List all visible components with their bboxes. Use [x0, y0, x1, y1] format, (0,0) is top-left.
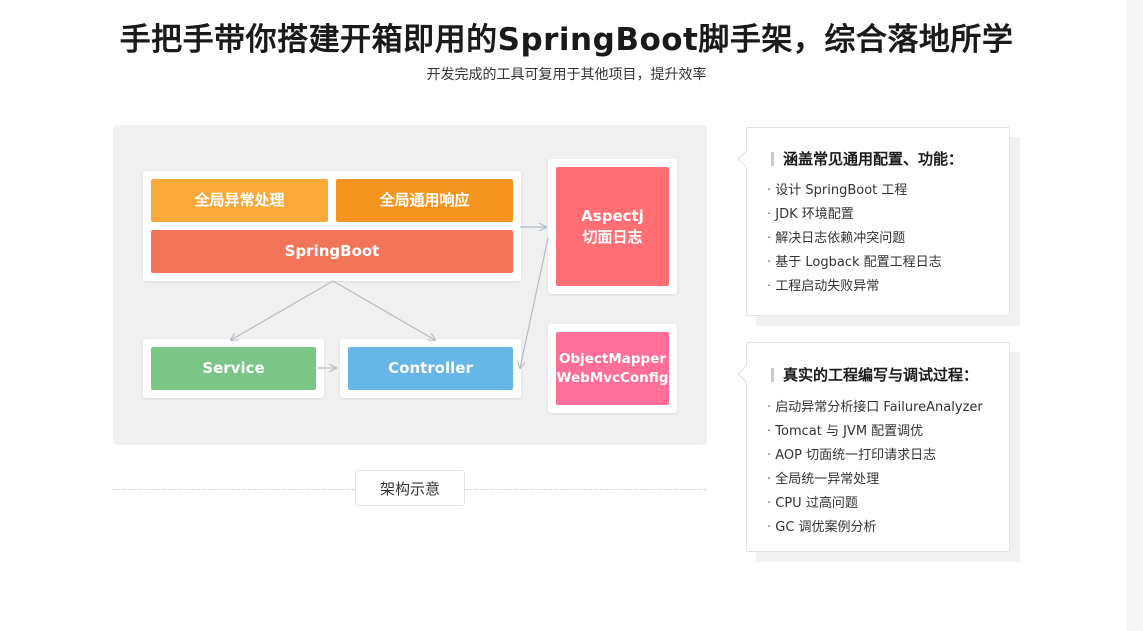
features-box-pointer [737, 150, 755, 168]
page-title: 手把手带你搭建开箱即用的SpringBoot脚手架，综合落地所学 [119, 22, 1014, 58]
aspectj-card: Aspectj 切面日志 [548, 159, 677, 294]
list-item: 工程启动失败异常 [767, 275, 942, 299]
list-item: 启动异常分析接口 FailureAnalyzer [767, 396, 982, 420]
process-box: 真实的工程编写与调试过程： 启动异常分析接口 FailureAnalyzer T… [737, 342, 1010, 552]
page-right-edge [1126, 0, 1143, 631]
list-item: GC 调优案例分析 [767, 516, 983, 540]
global-response-block: 全局通用响应 [336, 179, 513, 222]
features-heading: 涵盖常见通用配置、功能： [771, 148, 963, 169]
objectmapper-block: ObjectMapper WebMvcConfig [556, 332, 669, 405]
process-heading-text: 真实的工程编写与调试过程： [783, 366, 979, 384]
objectmapper-label: ObjectMapper [558, 351, 667, 368]
list-item: CPU 过高问题 [767, 492, 983, 516]
list-item: Tomcat 与 JVM 配置调优 [767, 420, 983, 444]
process-list: 启动异常分析接口 FailureAnalyzer Tomcat 与 JVM 配置… [767, 396, 983, 540]
process-box-pointer [737, 365, 755, 383]
architecture-diagram: 全局异常处理 全局通用响应 SpringBoot Aspectj 切面日志 Se… [113, 125, 707, 445]
page-subtitle: 开发完成的工具可复用于其他项目，提升效率 [426, 67, 707, 83]
features-list: 设计 SpringBoot 工程 JDK 环境配置 解决日志依赖冲突问题 基于 … [767, 179, 942, 299]
service-block: Service [151, 347, 316, 390]
list-item: 全局统一异常处理 [767, 468, 983, 492]
process-heading: 真实的工程编写与调试过程： [771, 364, 978, 385]
list-item: 解决日志依赖冲突问题 [767, 227, 942, 251]
list-item: AOP 切面统一打印请求日志 [767, 444, 983, 468]
features-box: 涵盖常见通用配置、功能： 设计 SpringBoot 工程 JDK 环境配置 解… [737, 127, 1010, 316]
springboot-card: 全局异常处理 全局通用响应 SpringBoot [143, 171, 521, 281]
caption-divider-left [113, 489, 355, 490]
aspectj-label: Aspectj [581, 207, 644, 226]
webmvcconfig-label: WebMvcConfig [556, 369, 669, 386]
heading-bar-icon [771, 367, 774, 382]
aspect-log-label: 切面日志 [582, 227, 643, 246]
controller-card: Controller [340, 339, 521, 398]
diagram-caption: 架构示意 [355, 470, 465, 506]
objectmapper-card: ObjectMapper WebMvcConfig [548, 324, 677, 413]
controller-block: Controller [348, 347, 513, 390]
features-heading-text: 涵盖常见通用配置、功能： [783, 150, 964, 168]
heading-bar-icon [771, 151, 774, 166]
caption-divider-right [465, 489, 707, 490]
list-item: JDK 环境配置 [767, 203, 942, 227]
springboot-block: SpringBoot [151, 230, 513, 273]
list-item: 设计 SpringBoot 工程 [767, 179, 942, 203]
service-card: Service [143, 339, 324, 398]
list-item: 基于 Logback 配置工程日志 [767, 251, 941, 275]
global-exception-block: 全局异常处理 [151, 179, 328, 222]
aspectj-block: Aspectj 切面日志 [556, 167, 669, 286]
